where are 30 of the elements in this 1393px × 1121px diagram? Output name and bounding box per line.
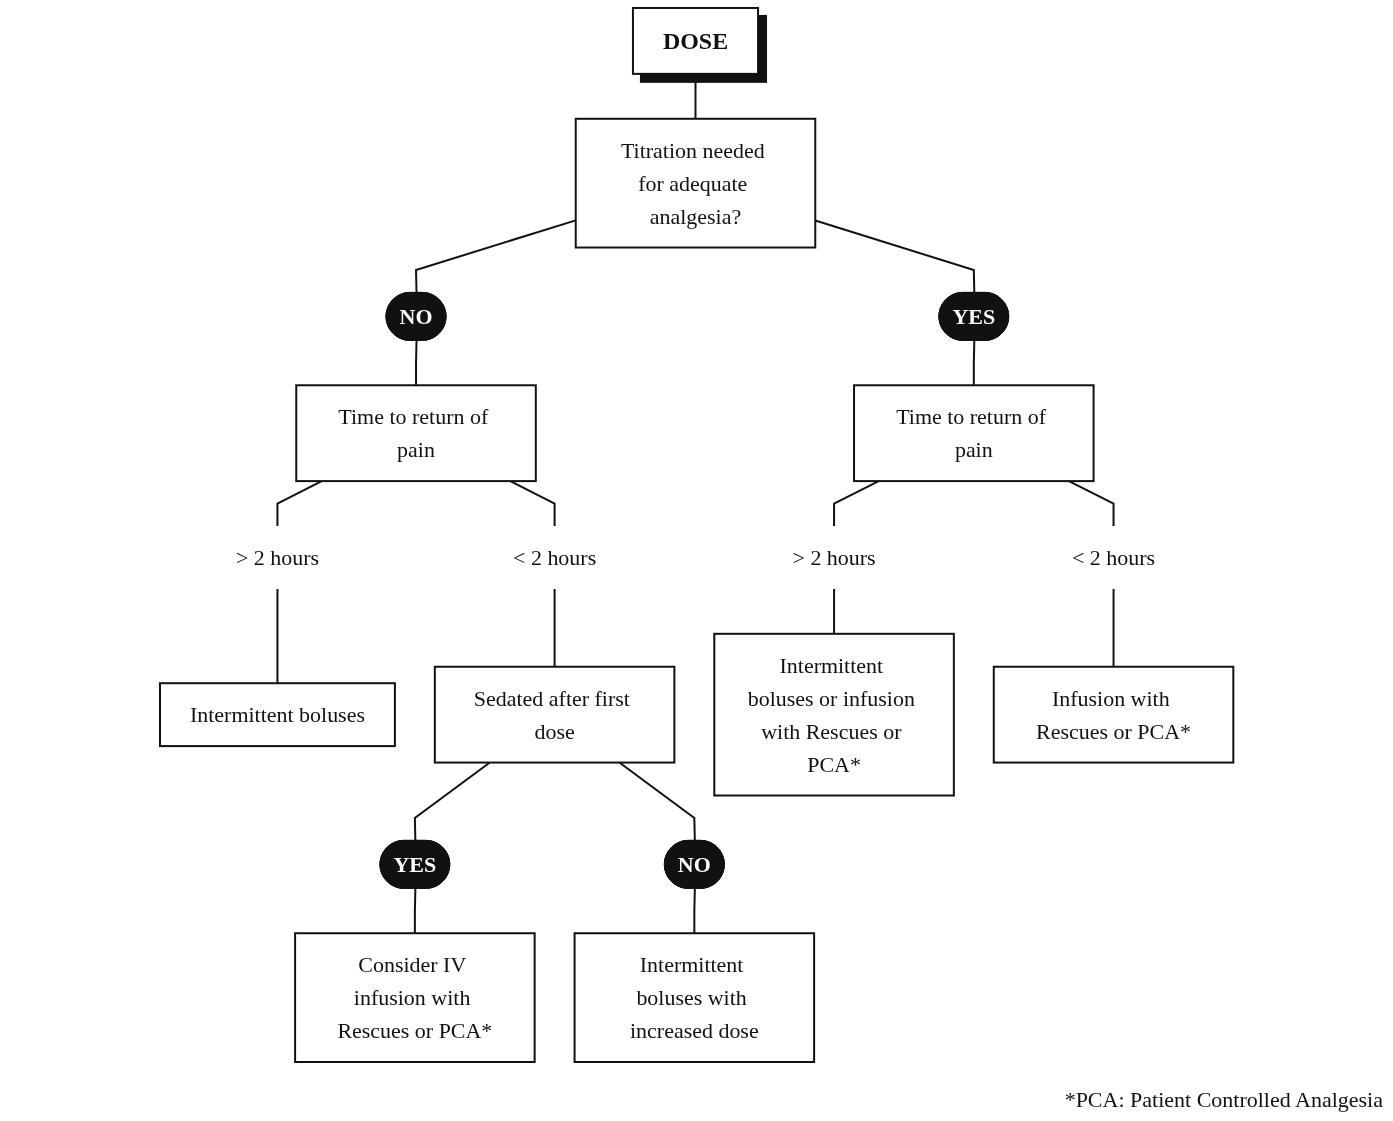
connector (553, 587, 556, 668)
connector (413, 887, 417, 935)
connector (832, 587, 835, 635)
connector (413, 761, 491, 842)
node-text: > 2 hours (235, 544, 319, 570)
connector (276, 480, 323, 527)
connector (832, 480, 880, 527)
node-box: Intermittent boluses (158, 682, 396, 748)
node-box: DOSE (631, 7, 759, 75)
connector (276, 587, 279, 685)
connector (618, 761, 696, 842)
node-text: < 2 hours (1071, 544, 1155, 570)
node-box: Time to return of pain (295, 384, 537, 483)
connector (1112, 587, 1115, 668)
connector (1067, 480, 1115, 527)
node-box: Titration needed for adequate analgesia? (574, 117, 817, 249)
connector (509, 480, 556, 527)
connector (972, 339, 976, 387)
node-box: Infusion with Rescues or PCA* (992, 665, 1235, 764)
connector (414, 339, 418, 387)
node-box: Time to return of pain (852, 384, 1095, 483)
connector (693, 887, 696, 935)
node-box: Intermittent boluses with increased dose (573, 932, 815, 1063)
node-box: Intermittent boluses or infusion with Rescues or PCA* (713, 632, 955, 797)
node-box: Sedated after first dose (433, 665, 676, 764)
node-text: > 2 hours (792, 544, 876, 570)
node-box: Consider IV infusion with Rescues or PCA* (293, 932, 536, 1063)
node-text: < 2 hours (512, 544, 597, 570)
connector (694, 72, 697, 120)
footnote: *PCA: Patient Controlled Analgesia (1064, 1087, 1383, 1113)
